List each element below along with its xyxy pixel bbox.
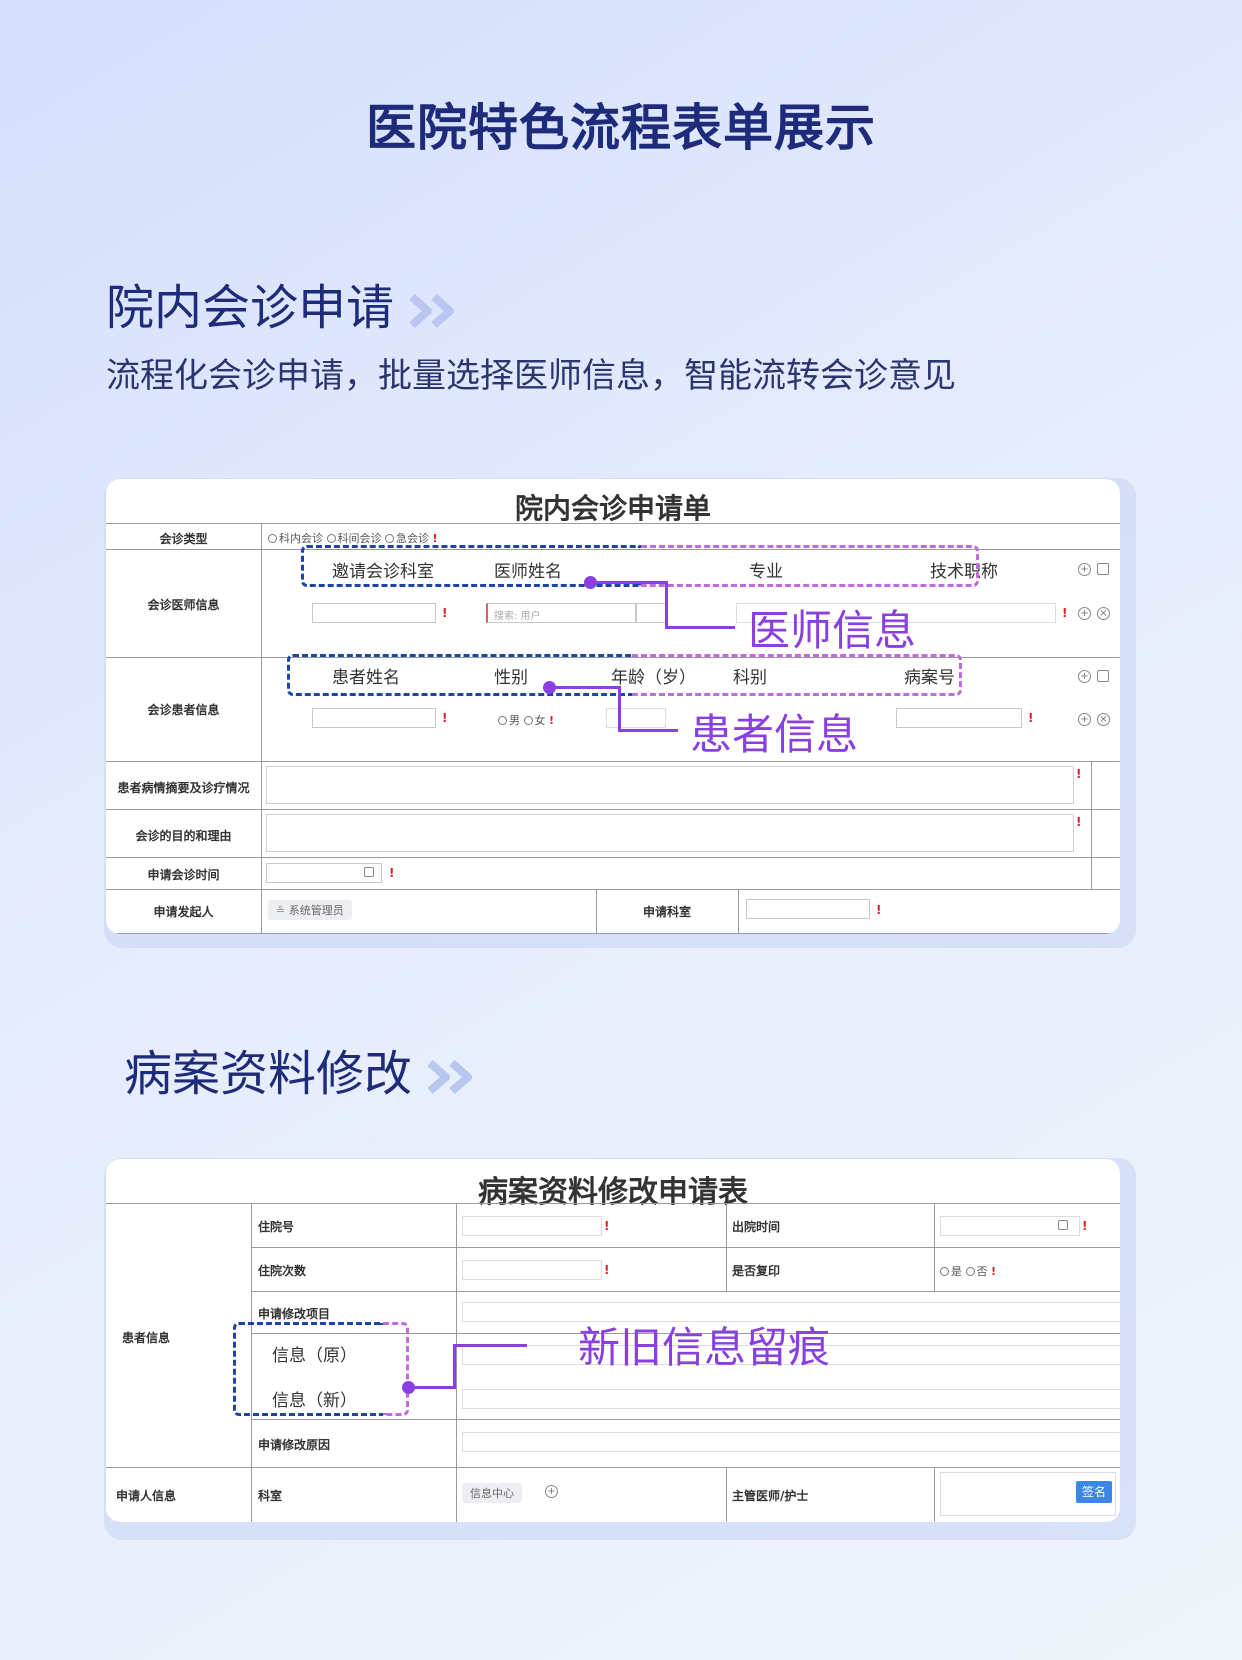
consult-time-input[interactable] [266,863,382,883]
patient-header-name: 患者姓名 [332,668,400,688]
modify-item-label: 申请修改项目 [258,1307,331,1321]
dept-chip: 信息中心 [462,1483,522,1503]
patient-header-gender: 性别 [494,668,528,688]
radio-icon[interactable] [940,1267,949,1276]
doctor-highlight-purple [641,545,979,587]
insert-row-icon[interactable] [1097,670,1109,682]
insert-row-icon[interactable] [1097,563,1109,575]
admission-count-input[interactable] [462,1260,602,1280]
doctor-header-dept: 邀请会诊科室 [332,562,434,582]
patient-info-label: 会诊患者信息 [147,703,220,717]
patient-age-input[interactable] [606,708,666,728]
consult-type-label: 会诊类型 [159,532,208,546]
patient-header-dept: 科别 [733,668,767,688]
add-icon[interactable]: + [1078,713,1091,726]
discharge-time-input[interactable] [940,1216,1080,1236]
page-title: 医院特色流程表单展示 [366,99,876,157]
info-old-input[interactable] [462,1345,1120,1365]
radio-icon[interactable] [326,534,336,543]
gender-options[interactable]: 男 女 ! [498,712,554,728]
section1-title: 院内会诊申请 [106,280,395,336]
patient-group-label: 患者信息 [122,1331,171,1345]
form2-title: 病案资料修改申请表 [478,1175,748,1210]
radio-icon[interactable] [965,1267,975,1276]
purpose-label: 会诊的目的和理由 [135,829,232,843]
patient-highlight-purple [632,654,962,696]
section1-description: 流程化会诊申请，批量选择医师信息，智能流转会诊意见 [106,356,956,396]
modify-item-input[interactable] [462,1302,1120,1322]
remove-icon[interactable]: × [1097,713,1110,726]
radio-icon[interactable] [385,534,394,543]
patient-highlight-blue [287,654,632,696]
admission-no-label: 住院号 [258,1220,295,1234]
section1-heading: 院内会诊申请 [106,268,460,338]
doctor-search-button[interactable] [636,603,666,623]
form1-title: 院内会诊申请单 [514,492,711,525]
radio-icon[interactable] [498,716,507,725]
dept-label: 科室 [258,1489,283,1503]
calendar-icon[interactable] [364,867,374,877]
sign-button[interactable]: 签名 [1076,1481,1112,1503]
purpose-textarea[interactable] [266,814,1074,852]
section2-title: 病案资料修改 [124,1046,413,1102]
applicant-label: 申请人信息 [116,1489,177,1503]
double-chevron-right-icon [409,293,455,329]
remove-icon[interactable]: × [1097,607,1110,620]
info-highlight-purple [383,1322,409,1416]
initiator-label: 申请发起人 [153,905,214,919]
modify-reason-label: 申请修改原因 [258,1438,331,1452]
radio-icon[interactable] [523,716,533,725]
doctor-header-name: 医师姓名 [494,562,562,582]
dept-label: 申请科室 [642,905,691,919]
section2-heading: 病案资料修改 [124,1034,478,1104]
copied-options[interactable]: 是 否 ! [940,1263,996,1279]
discharge-time-label: 出院时间 [732,1220,781,1234]
add-icon[interactable]: + [545,1485,558,1498]
doctor-nurse-label: 主管医师/护士 [732,1489,809,1503]
patient-name-input[interactable] [312,708,436,728]
add-row-icon[interactable]: + [1078,670,1091,683]
add-icon[interactable]: + [1078,607,1091,620]
time-label: 申请会诊时间 [147,868,220,882]
copied-label: 是否复印 [732,1264,781,1278]
invite-dept-input[interactable] [312,603,436,623]
doctor-highlight-blue [301,545,641,587]
doctor-header-title: 技术职称 [930,562,998,582]
admission-no-input[interactable] [462,1216,602,1236]
doctor-callout: 医师信息 [748,606,917,655]
admission-count-label: 住院次数 [258,1264,307,1278]
consultation-form-card: 院内会诊申请单 会诊类型 科内会诊 科间会诊 急会诊 ! 会诊医师信息 邀请会诊… [106,479,1120,934]
info-trace-callout: 新旧信息留痕 [578,1323,831,1372]
calendar-icon[interactable] [1058,1220,1068,1230]
consult-type-options[interactable]: 科内会诊 科间会诊 急会诊 ! [268,530,438,546]
radio-icon[interactable] [268,534,277,543]
modify-reason-input[interactable] [462,1432,1120,1452]
double-chevron-right-icon [427,1059,473,1095]
info-new-input[interactable] [462,1389,1120,1409]
patient-record-input[interactable] [896,708,1022,728]
patient-callout: 患者信息 [690,710,859,759]
doctor-info-label: 会诊医师信息 [147,598,220,612]
doctor-title-input[interactable] [736,603,1056,623]
record-modify-form-card: 病案资料修改申请表 患者信息 住院号 ! 出院时间 ! 住院次数 ! 是否复印 … [106,1159,1120,1522]
initiator-chip: ≗ 系统管理员 [268,900,352,920]
patient-header-age: 年龄（岁） [611,668,696,688]
apply-dept-input[interactable] [746,899,870,919]
patient-header-record: 病案号 [904,668,955,688]
info-old-label: 信息（原） [272,1346,357,1366]
add-row-icon[interactable]: + [1078,563,1091,576]
doctor-header-major: 专业 [749,562,783,582]
info-new-label: 信息（新） [272,1391,357,1411]
info-highlight-blue [233,1322,383,1416]
summary-textarea[interactable] [266,766,1074,804]
doctor-search-input[interactable]: 搜索: 用户 [486,603,636,623]
summary-label: 患者病情摘要及诊疗情况 [117,781,250,795]
